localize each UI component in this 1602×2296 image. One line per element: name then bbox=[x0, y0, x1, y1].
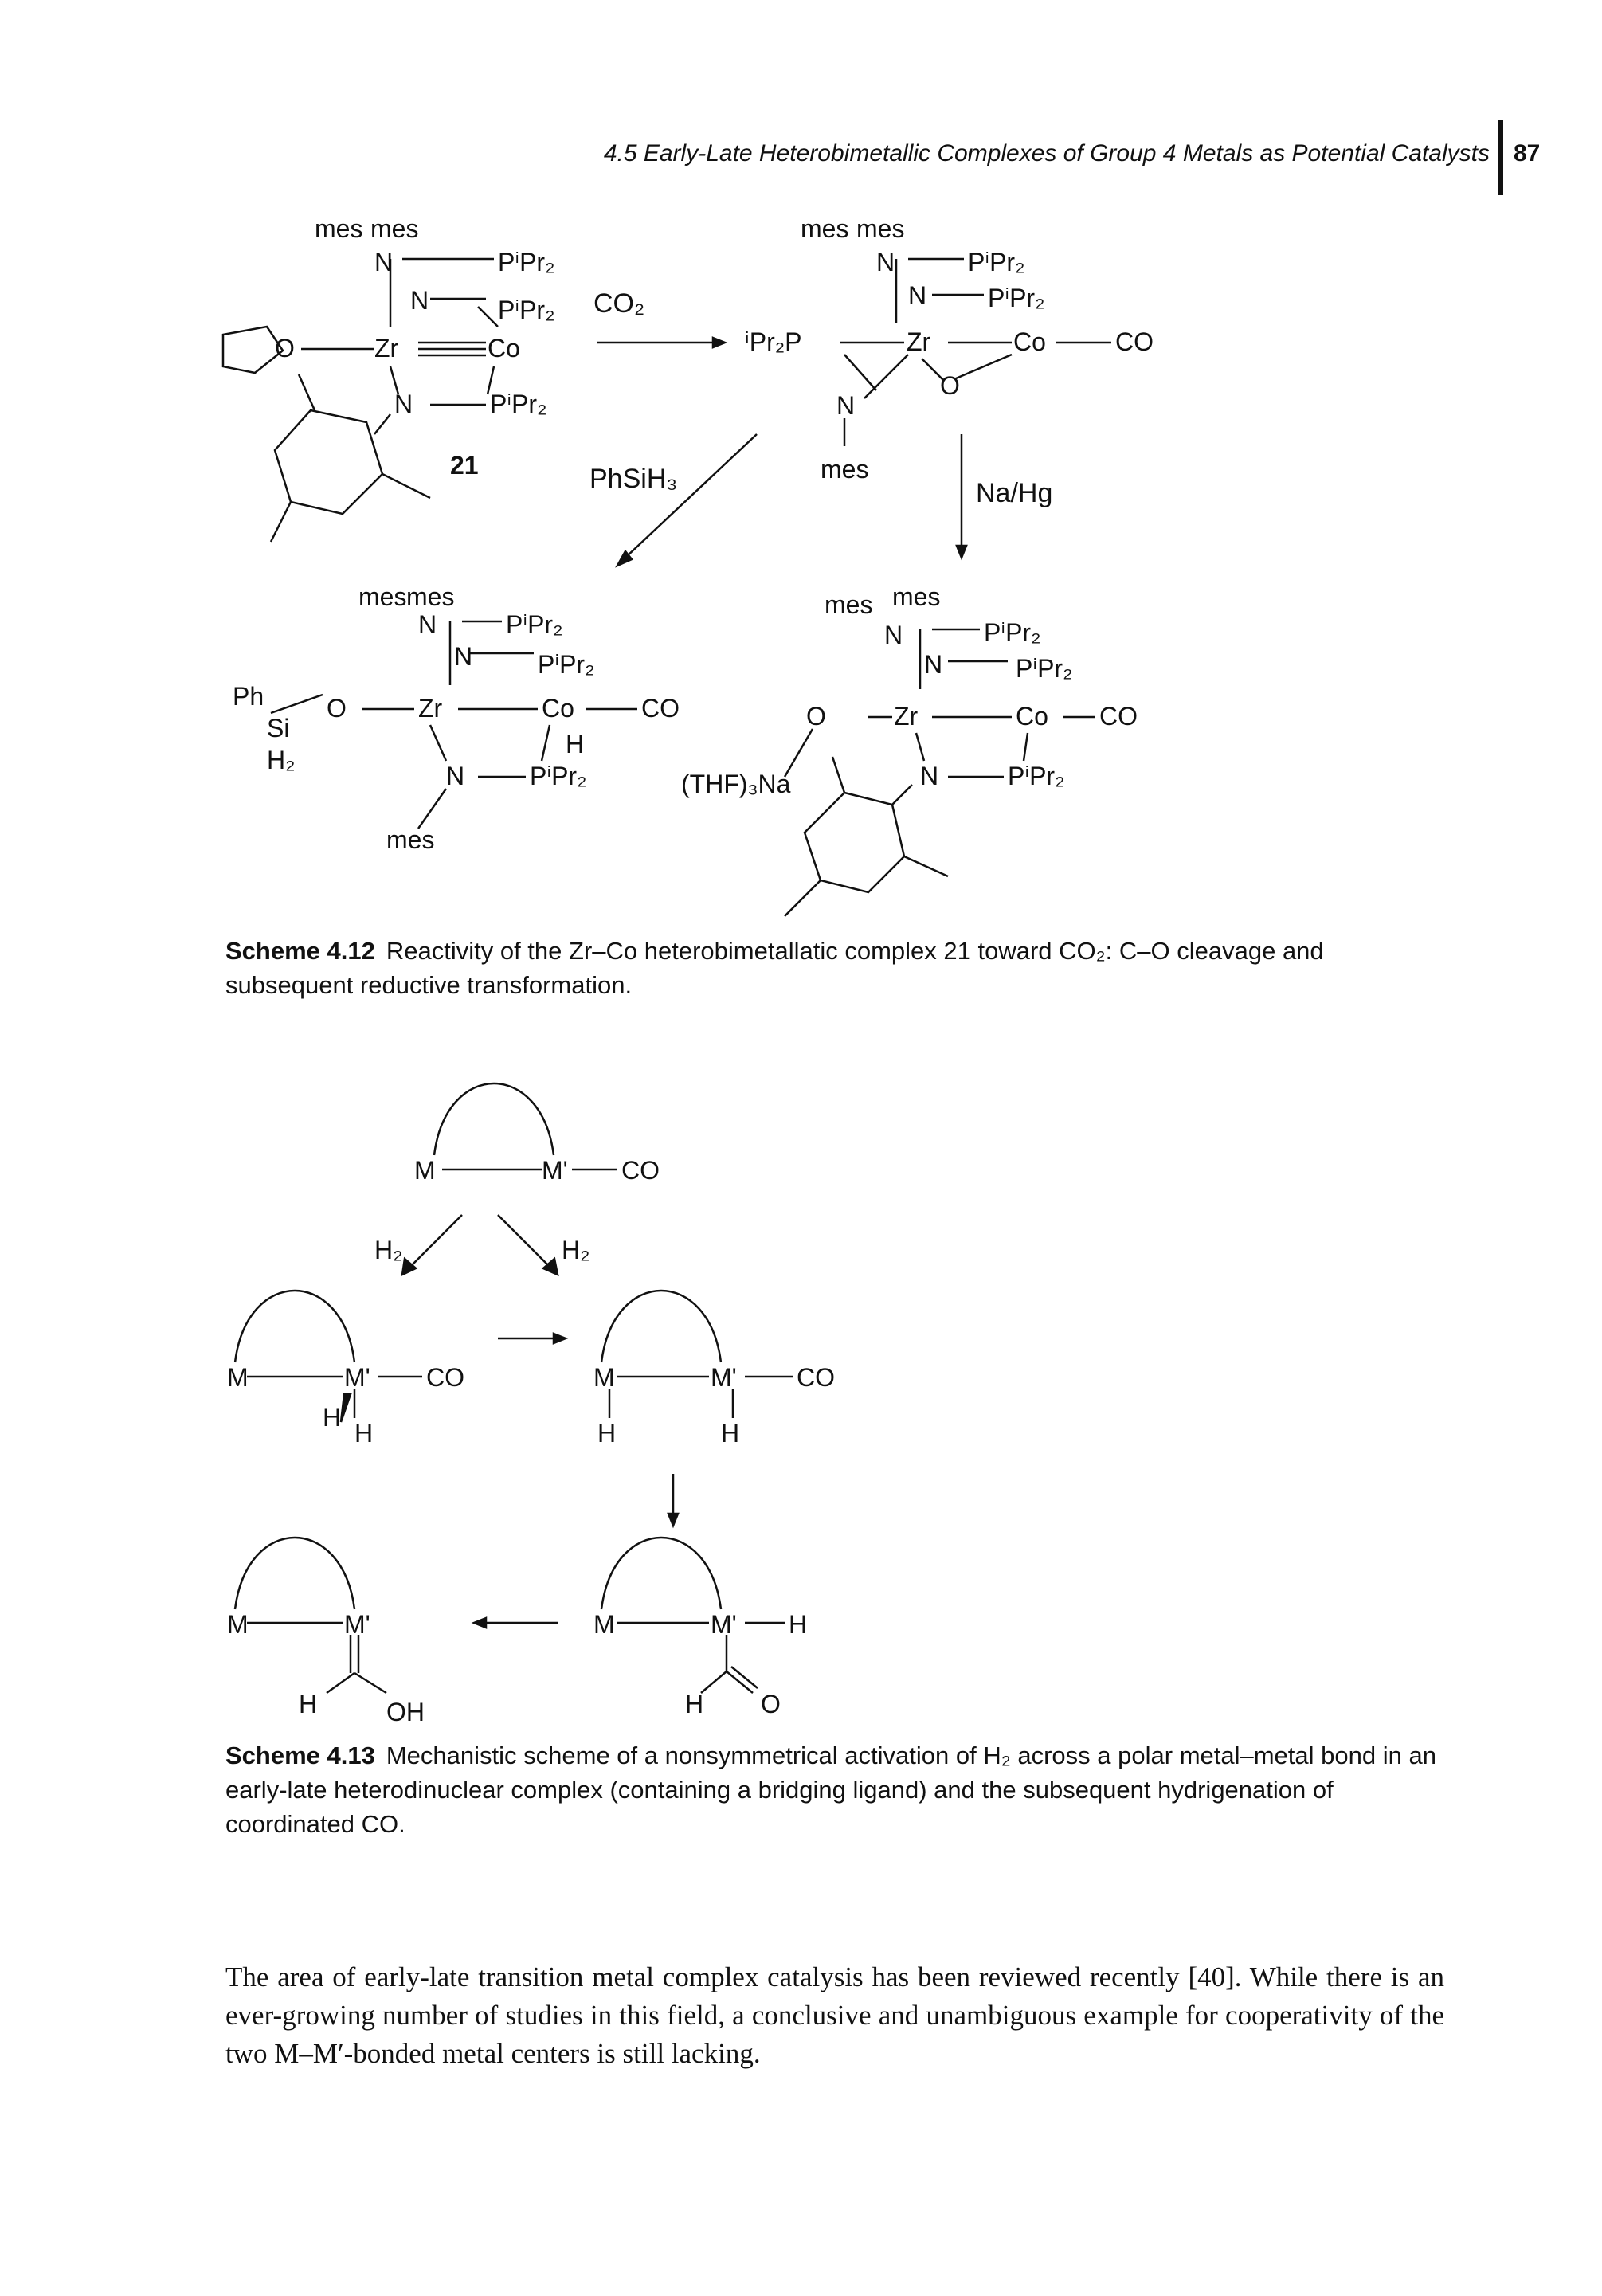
svg-text:M': M' bbox=[711, 1610, 737, 1639]
svg-text:Zr: Zr bbox=[894, 702, 919, 731]
svg-text:CO: CO bbox=[1099, 702, 1138, 731]
svg-text:PⁱPr₂: PⁱPr₂ bbox=[506, 610, 562, 639]
svg-text:PⁱPr₂: PⁱPr₂ bbox=[498, 296, 554, 324]
svg-text:M: M bbox=[414, 1156, 436, 1185]
svg-text:OH: OH bbox=[386, 1698, 425, 1726]
svg-text:H: H bbox=[323, 1403, 341, 1432]
header-rule bbox=[1498, 120, 1503, 195]
scheme-4-12-caption-text: Reactivity of the Zr–Co heterobimetallat… bbox=[225, 937, 1324, 999]
svg-text:CO: CO bbox=[426, 1363, 464, 1392]
reagent-phsih3: PhSiH₃ bbox=[589, 464, 677, 494]
svg-text:H: H bbox=[685, 1690, 703, 1718]
svg-text:O: O bbox=[806, 702, 826, 731]
svg-text:N: N bbox=[446, 762, 464, 790]
svg-text:H: H bbox=[597, 1419, 616, 1448]
svg-text:ⁱPr₂P: ⁱPr₂P bbox=[745, 327, 801, 356]
svg-text:mes: mes bbox=[892, 582, 940, 611]
svg-text:M': M' bbox=[344, 1610, 370, 1639]
svg-text:PⁱPr₂: PⁱPr₂ bbox=[1016, 654, 1072, 683]
h2-left-label: H₂ bbox=[374, 1236, 403, 1264]
svg-text:mes: mes bbox=[370, 214, 418, 243]
svg-text:PⁱPr₂: PⁱPr₂ bbox=[538, 650, 594, 679]
svg-text:mes: mes bbox=[386, 825, 434, 854]
scheme-4-13-caption-text: Mechanistic scheme of a nonsymmetrical a… bbox=[225, 1742, 1436, 1838]
scheme-4-12-label: Scheme 4.12 bbox=[225, 937, 375, 965]
scheme-4-13-figure: M M' CO H₂ H₂ M M' CO H H M M' CO H H M … bbox=[227, 1082, 835, 1726]
svg-text:Co: Co bbox=[542, 694, 574, 723]
running-header: 4.5 Early-Late Heterobimetallic Complexe… bbox=[603, 140, 1490, 167]
svg-text:N: N bbox=[836, 391, 855, 420]
svg-text:Zr: Zr bbox=[418, 694, 443, 723]
svg-text:Co: Co bbox=[1016, 702, 1048, 731]
svg-text:CO: CO bbox=[1115, 327, 1154, 356]
svg-text:N: N bbox=[410, 286, 429, 315]
svg-text:mes: mes bbox=[315, 214, 362, 243]
svg-text:M: M bbox=[227, 1363, 249, 1392]
svg-text:H: H bbox=[299, 1690, 317, 1718]
svg-text:PⁱPr₂: PⁱPr₂ bbox=[968, 248, 1024, 276]
svg-text:Ph: Ph bbox=[233, 682, 264, 711]
svg-text:N: N bbox=[884, 621, 903, 649]
svg-text:CO: CO bbox=[641, 694, 680, 723]
svg-text:mes: mes bbox=[821, 455, 868, 484]
h2-right-label: H₂ bbox=[562, 1236, 590, 1264]
svg-text:PⁱPr₂: PⁱPr₂ bbox=[984, 618, 1040, 647]
svg-text:N: N bbox=[418, 610, 437, 639]
scheme-4-13-label: Scheme 4.13 bbox=[225, 1742, 375, 1769]
svg-text:mes: mes bbox=[358, 582, 406, 611]
svg-text:M': M' bbox=[711, 1363, 737, 1392]
svg-text:CO: CO bbox=[621, 1156, 660, 1185]
svg-text:Zr: Zr bbox=[374, 334, 399, 362]
svg-text:N: N bbox=[908, 281, 926, 310]
svg-text:mes: mes bbox=[801, 214, 848, 243]
svg-text:O: O bbox=[327, 694, 347, 723]
svg-text:M': M' bbox=[542, 1156, 568, 1185]
svg-text:PⁱPr₂: PⁱPr₂ bbox=[988, 284, 1044, 312]
svg-text:CO: CO bbox=[797, 1363, 835, 1392]
svg-text:Co: Co bbox=[1013, 327, 1046, 356]
svg-text:M: M bbox=[227, 1610, 249, 1639]
svg-text:H₂: H₂ bbox=[267, 746, 296, 774]
svg-text:N: N bbox=[876, 248, 895, 276]
svg-text:O: O bbox=[275, 334, 295, 362]
svg-text:Zr: Zr bbox=[907, 327, 931, 356]
reagent-co2: CO₂ bbox=[593, 288, 644, 319]
svg-text:mes: mes bbox=[825, 590, 872, 619]
svg-text:(THF)₃Na: (THF)₃Na bbox=[681, 770, 791, 798]
svg-text:M': M' bbox=[344, 1363, 370, 1392]
svg-text:PⁱPr₂: PⁱPr₂ bbox=[530, 762, 586, 790]
svg-text:M: M bbox=[593, 1363, 615, 1392]
svg-text:H: H bbox=[789, 1610, 807, 1639]
svg-text:H: H bbox=[354, 1419, 373, 1448]
svg-text:PⁱPr₂: PⁱPr₂ bbox=[498, 248, 554, 276]
svg-text:M: M bbox=[593, 1610, 615, 1639]
reagent-nahg: Na/Hg bbox=[976, 478, 1052, 508]
svg-text:N: N bbox=[454, 642, 472, 671]
svg-text:PⁱPr₂: PⁱPr₂ bbox=[490, 390, 546, 418]
svg-text:N: N bbox=[920, 762, 938, 790]
svg-text:mes: mes bbox=[406, 582, 454, 611]
svg-text:Co: Co bbox=[488, 334, 520, 362]
scheme-4-12-figure: mes mes N PⁱPr₂ N PⁱPr₂ O Zr Co N PⁱPr₂ … bbox=[221, 214, 1154, 917]
svg-text:H: H bbox=[721, 1419, 739, 1448]
svg-text:Si: Si bbox=[267, 714, 289, 742]
compound-number: 21 bbox=[450, 451, 479, 480]
body-paragraph: The area of early-late transition metal … bbox=[225, 1961, 1444, 2069]
page-number: 87 bbox=[1514, 140, 1541, 167]
svg-text:N: N bbox=[924, 650, 942, 679]
svg-text:PⁱPr₂: PⁱPr₂ bbox=[1008, 762, 1064, 790]
svg-text:mes: mes bbox=[856, 214, 904, 243]
svg-text:H: H bbox=[566, 730, 584, 758]
svg-text:N: N bbox=[374, 248, 393, 276]
svg-text:O: O bbox=[761, 1690, 781, 1718]
svg-text:N: N bbox=[394, 390, 413, 418]
svg-text:O: O bbox=[940, 371, 960, 400]
